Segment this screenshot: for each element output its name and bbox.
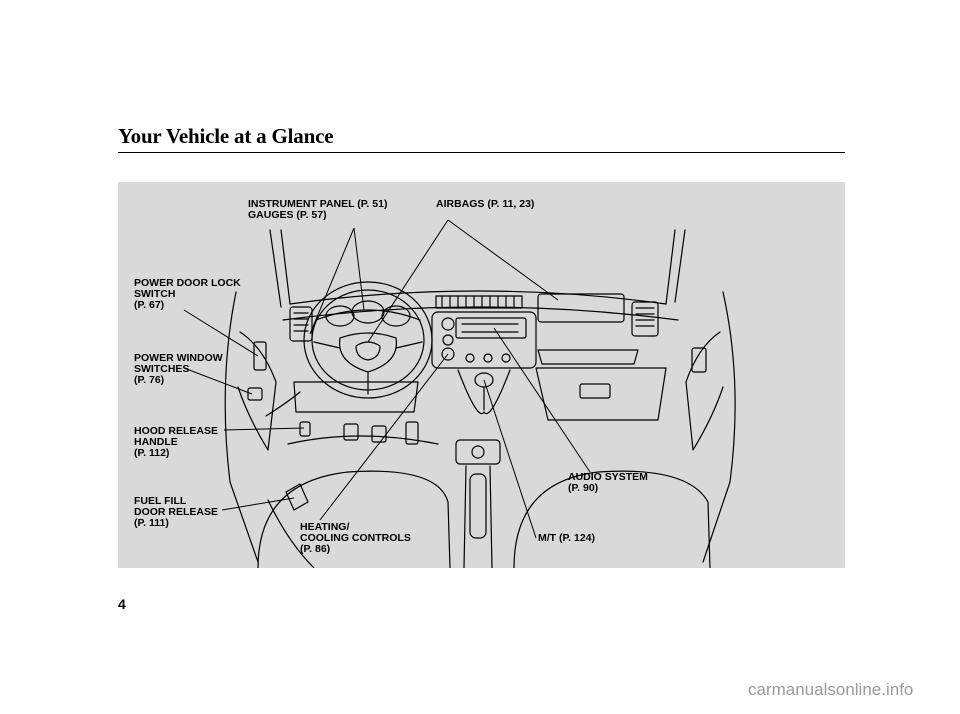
leader-mt bbox=[483, 379, 537, 539]
dash-top bbox=[289, 290, 667, 305]
callout-manual-transmission-line1: M/T (P. 124) bbox=[538, 532, 595, 544]
steering-hub bbox=[338, 332, 398, 373]
gauge-center bbox=[351, 300, 385, 324]
callout-hood-release-line2: HANDLE bbox=[134, 436, 178, 448]
leader-window bbox=[183, 367, 253, 395]
driver-seat bbox=[257, 470, 451, 568]
fuel-fill-door-release bbox=[285, 483, 309, 511]
shifter-boot bbox=[457, 369, 511, 415]
leader-gauges bbox=[353, 227, 365, 311]
heater-knob bbox=[441, 347, 455, 361]
callout-hood-release-line1: HOOD RELEASE bbox=[134, 425, 219, 437]
left-door-edge bbox=[224, 291, 259, 563]
left-a-pillar bbox=[269, 229, 291, 308]
callout-heating-cooling-line1: HEATING/ bbox=[300, 521, 350, 533]
center-console-bezel bbox=[431, 311, 537, 369]
right-door-edge bbox=[702, 291, 736, 563]
page-title: Your Vehicle at a Glance bbox=[118, 124, 334, 148]
callout-fuel-fill-line1: FUEL FILL bbox=[134, 495, 187, 507]
callout-power-door-lock-line3: (P. 67) bbox=[134, 299, 165, 311]
center-vent bbox=[435, 295, 523, 309]
callout-airbags: AIRBAGS (P. 11, 23) bbox=[436, 199, 534, 210]
callout-fuel-fill-line3: (P. 111) bbox=[134, 517, 169, 529]
audio-unit bbox=[455, 317, 527, 339]
glovebox-handle bbox=[579, 383, 611, 399]
lower-dash-left bbox=[293, 381, 419, 413]
accelerator-pedal bbox=[405, 421, 419, 445]
gauge-left bbox=[325, 305, 355, 327]
honda-emblem bbox=[355, 341, 381, 361]
callout-audio-system: AUDIO SYSTEM (P. 90) bbox=[568, 472, 648, 494]
clutch-pedal bbox=[343, 423, 359, 441]
hood-release-handle bbox=[299, 421, 311, 437]
callout-instrument-panel-line2: GAUGES (P. 57) bbox=[248, 209, 327, 221]
callout-heating-cooling-line2: COOLING CONTROLS bbox=[300, 532, 411, 544]
dashboard-illustration: INSTRUMENT PANEL (P. 51) GAUGES (P. 57) … bbox=[118, 182, 845, 568]
callout-power-door-lock: POWER DOOR LOCK SWITCH (P. 67) bbox=[134, 278, 241, 311]
brake-pedal bbox=[371, 425, 387, 443]
callout-hood-release-line3: (P. 112) bbox=[134, 447, 170, 459]
glovebox bbox=[535, 367, 667, 421]
leader-airbag-driver bbox=[367, 219, 449, 343]
leader-door-lock bbox=[183, 309, 259, 357]
console-cupholder bbox=[455, 439, 501, 465]
left-door-pull bbox=[265, 391, 301, 417]
callout-fuel-fill-line2: DOOR RELEASE bbox=[134, 506, 219, 518]
leader-audio bbox=[493, 327, 591, 473]
audio-knob-left bbox=[441, 317, 455, 331]
parking-brake-lever bbox=[469, 473, 487, 539]
leader-instrument-panel bbox=[309, 227, 355, 335]
passenger-airbag-lid bbox=[537, 293, 625, 323]
callout-power-window-line3: (P. 76) bbox=[134, 374, 165, 386]
power-door-lock-switch bbox=[253, 341, 267, 371]
callout-hood-release: HOOD RELEASE HANDLE (P. 112) bbox=[134, 426, 218, 459]
callout-instrument-panel: INSTRUMENT PANEL (P. 51) GAUGES (P. 57) bbox=[248, 199, 387, 221]
title-rule bbox=[118, 152, 845, 153]
callout-power-door-lock-line1: POWER DOOR LOCK bbox=[134, 277, 241, 289]
leader-lines bbox=[183, 219, 591, 539]
callout-audio-system-line2: (P. 90) bbox=[568, 482, 599, 494]
passenger-seat bbox=[513, 470, 711, 568]
leader-airbag-passenger bbox=[447, 219, 559, 301]
callout-audio-system-line1: AUDIO SYSTEM bbox=[568, 471, 648, 483]
right-vent bbox=[631, 301, 659, 337]
leader-hood-release bbox=[223, 427, 305, 431]
callout-manual-transmission: M/T (P. 124) bbox=[538, 533, 595, 544]
callout-heating-cooling-line3: (P. 86) bbox=[300, 543, 331, 555]
callout-power-window: POWER WINDOW SWITCHES (P. 76) bbox=[134, 353, 223, 386]
dashboard-line-art bbox=[183, 219, 736, 568]
right-door-panel bbox=[685, 331, 724, 451]
center-console bbox=[463, 465, 493, 568]
right-a-pillar bbox=[665, 229, 686, 305]
right-door-switch bbox=[691, 347, 707, 373]
page-number: 4 bbox=[118, 596, 126, 612]
callout-heating-cooling: HEATING/ COOLING CONTROLS (P. 86) bbox=[300, 522, 411, 555]
callout-power-window-line1: POWER WINDOW bbox=[134, 352, 223, 364]
gauge-right bbox=[381, 305, 411, 327]
leader-fuel-fill bbox=[221, 497, 295, 511]
callout-power-door-lock-line2: SWITCH bbox=[134, 288, 176, 300]
left-vent bbox=[289, 306, 313, 342]
callout-instrument-panel-line1: INSTRUMENT PANEL (P. 51) bbox=[248, 198, 388, 210]
callout-airbags-line1: AIRBAGS (P. 11, 23) bbox=[436, 198, 535, 210]
watermark[interactable]: carmanualsonline.info bbox=[748, 680, 914, 699]
power-window-switch bbox=[247, 387, 263, 401]
gauge-hood bbox=[315, 309, 421, 321]
callout-power-window-line2: SWITCHES bbox=[134, 363, 190, 375]
leader-heating-cooling bbox=[319, 353, 449, 521]
floor-line bbox=[287, 435, 439, 445]
dash-storage-slot bbox=[537, 349, 639, 365]
callout-fuel-fill: FUEL FILL DOOR RELEASE (P. 111) bbox=[134, 496, 218, 529]
